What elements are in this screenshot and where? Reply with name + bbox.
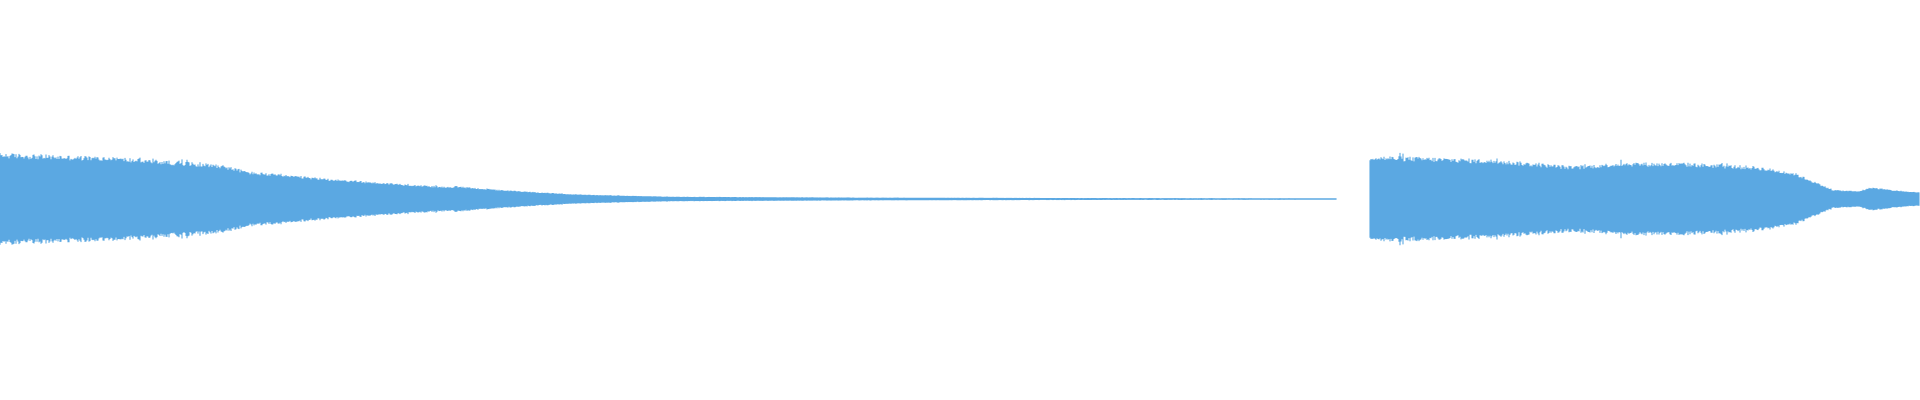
waveform-segment-1 (0, 153, 1337, 245)
waveform-segment-2 (1369, 152, 1920, 246)
